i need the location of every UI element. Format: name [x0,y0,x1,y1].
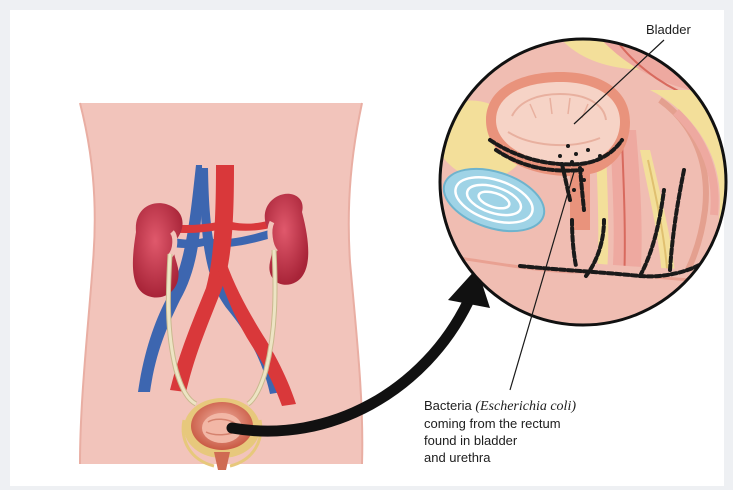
bacteria-label: Bacteria (Escherichia coli) coming from … [424,397,664,466]
bladder-label: Bladder [646,22,691,37]
bacteria-label-line3: found in bladder [424,432,664,449]
bacteria-label-prefix: Bacteria [424,398,475,413]
bacteria-label-line1: Bacteria (Escherichia coli) [424,397,664,415]
bacteria-species-name: (Escherichia coli) [475,399,576,414]
bacteria-label-line4: and urethra [424,449,664,466]
bacteria-label-line2: coming from the rectum [424,415,664,432]
